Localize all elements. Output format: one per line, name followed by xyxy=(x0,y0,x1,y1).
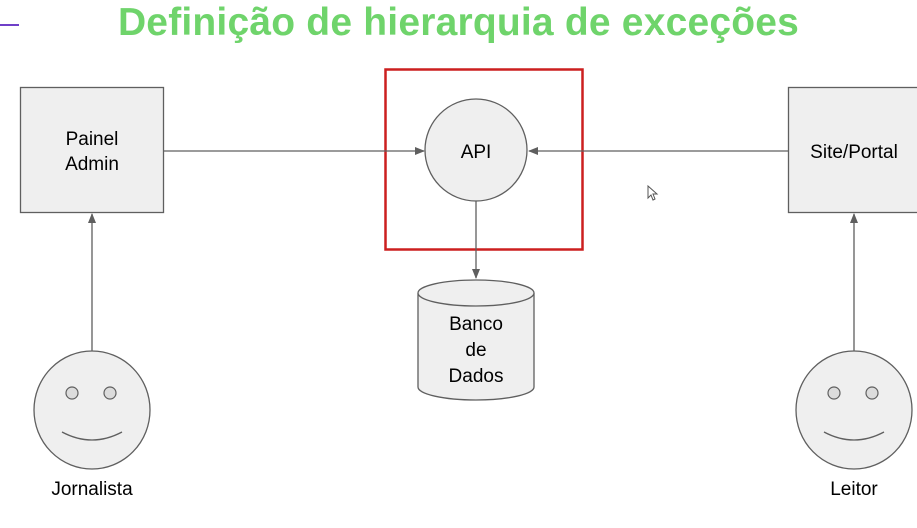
smiley-face-icon xyxy=(795,350,913,470)
api-node: API xyxy=(424,98,528,202)
painel-admin-label-line2: Admin xyxy=(65,154,119,175)
painel-admin-node: Painel Admin xyxy=(19,86,165,214)
database-label-line1: Banco xyxy=(449,314,503,335)
painel-admin-label-line1: Painel xyxy=(66,129,119,150)
database-label-line2: de xyxy=(465,340,486,361)
site-portal-label: Site/Portal xyxy=(810,142,898,163)
leitor-actor: Leitor xyxy=(795,350,913,500)
page-title: Definição de hierarquia de exceções xyxy=(117,1,800,44)
smiley-face-icon xyxy=(33,350,151,470)
site-portal-node: Site/Portal xyxy=(787,86,917,214)
title-accent-dash xyxy=(0,24,19,26)
jornalista-actor: Jornalista xyxy=(33,350,151,500)
leitor-label: Leitor xyxy=(830,479,878,500)
mouse-pointer-icon xyxy=(647,184,659,201)
jornalista-label: Jornalista xyxy=(51,479,133,500)
api-label: API xyxy=(461,142,492,163)
api-highlight-box xyxy=(384,68,584,251)
database-node: Banco de Dados xyxy=(417,279,535,401)
database-label-line3: Dados xyxy=(449,366,504,387)
